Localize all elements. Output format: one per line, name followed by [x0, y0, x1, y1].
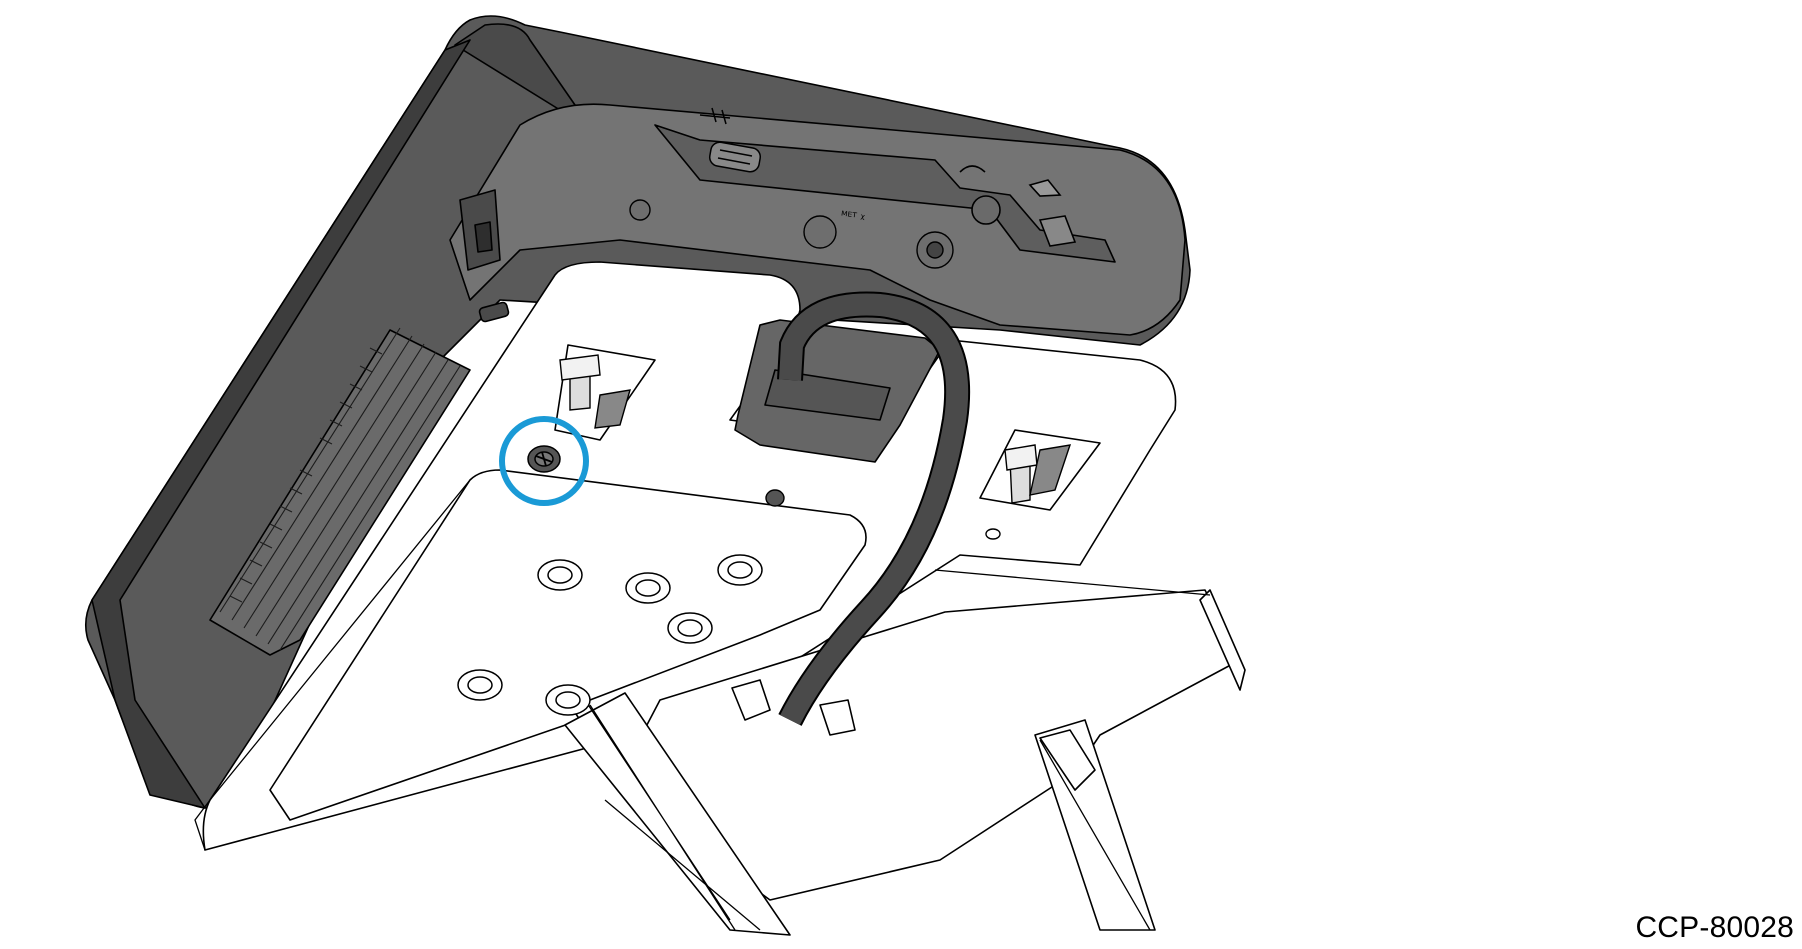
standoff	[545, 684, 591, 716]
device-side-port-slot	[478, 301, 510, 323]
bracket-clip-left	[731, 679, 771, 721]
bracket-back-edge	[1199, 589, 1246, 691]
standoff	[537, 559, 583, 591]
cable	[777, 291, 971, 726]
screw-highlight-circle	[499, 416, 589, 506]
device-vent-strip	[209, 329, 471, 656]
bracket-clip-center	[819, 699, 856, 736]
latch-left-top	[559, 354, 601, 381]
figure-code: CCP-80028	[1635, 911, 1794, 944]
bracket-clip-right	[1039, 729, 1096, 791]
standoff	[625, 572, 671, 604]
network-port-icon	[1028, 179, 1077, 247]
bracket-cable-cutout-inner	[764, 369, 891, 421]
device-side-connector	[474, 221, 493, 253]
device-marking: ᴹᴱᵀ ᵡ	[840, 208, 866, 225]
usb-icon	[699, 107, 762, 173]
device-rear-connectors	[629, 199, 954, 269]
device-side-face	[91, 39, 471, 809]
mounting-bracket	[202, 261, 1246, 936]
headphone-icon	[959, 165, 1001, 225]
device-vent-slots	[219, 327, 461, 651]
hole-center	[765, 489, 785, 507]
bracket-standoffs	[457, 554, 763, 716]
standoff	[717, 554, 763, 586]
screw-icon	[527, 445, 561, 473]
standoff	[667, 612, 713, 644]
bracket-detail-lines	[194, 479, 1211, 931]
latch-right-top	[1004, 444, 1038, 471]
bracket-holes	[765, 489, 1001, 540]
slot-latches	[559, 354, 1072, 504]
hole-right	[985, 528, 1001, 540]
standoff	[457, 669, 503, 701]
